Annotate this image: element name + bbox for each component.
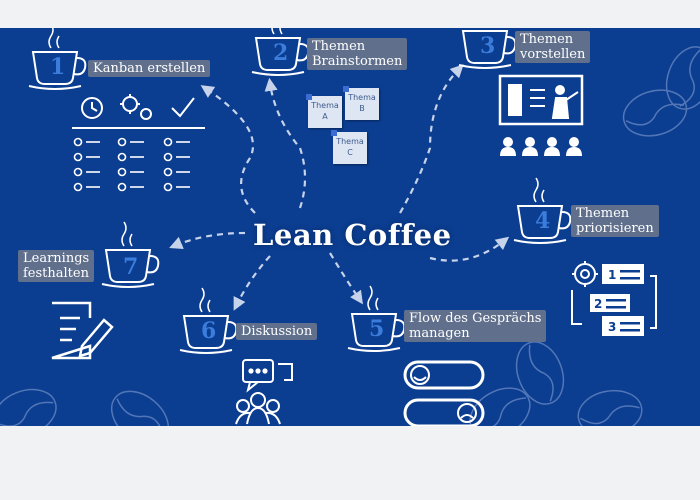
notepad-pen-icon: [51, 301, 114, 360]
priority-number-3: 3: [608, 320, 616, 334]
step-label-7-line1: Learnings: [23, 251, 90, 266]
step-label-7-line2: festhalten: [23, 266, 89, 281]
step-label-4: Themen priorisieren: [571, 205, 659, 237]
emoji-toggle-icon: [403, 360, 485, 426]
gears-icon: [120, 94, 152, 120]
step-label-5: Flow des Gesprächs managen: [404, 310, 547, 342]
clock-icon: [81, 97, 103, 119]
note-c-line1: Thema: [336, 137, 364, 146]
step-label-3-line1: Themen: [520, 32, 574, 47]
flow-arrows: [169, 64, 510, 311]
step-label-6: Diskussion: [236, 323, 318, 340]
people-icon: [500, 137, 582, 156]
note-b-line2: B: [359, 104, 365, 113]
step-label-4-line2: priorisieren: [576, 221, 654, 236]
checkmark-icon: [171, 97, 195, 118]
step-number-4: 4: [535, 208, 550, 234]
sticky-note-b: Thema B: [343, 86, 379, 120]
kanban-board: [72, 94, 205, 192]
step-label-2-line1: Themen: [312, 39, 366, 54]
step-label-5-line1: Flow des Gesprächs: [409, 311, 542, 326]
presentation-icon: [498, 74, 584, 126]
step-number-7: 7: [123, 254, 138, 280]
step-label-5-line2: managen: [409, 326, 470, 341]
step-number-6: 6: [201, 318, 216, 344]
diagram-title: Lean Coffee: [253, 218, 452, 252]
step-label-2-line2: Brainstormen: [312, 54, 403, 69]
note-a-line2: A: [322, 112, 328, 121]
step-number-2: 2: [273, 40, 288, 66]
step-label-1: Kanban erstellen: [88, 60, 211, 77]
step-number-5: 5: [369, 316, 384, 342]
step-label-7: Learnings festhalten: [18, 250, 95, 282]
chat-group-icon: [235, 359, 293, 425]
step-number-1: 1: [50, 54, 65, 80]
sticky-note-a: Thema A: [306, 94, 342, 128]
step-label-4-line1: Themen: [576, 206, 630, 221]
step-label-3: Themen vorstellen: [515, 31, 591, 63]
sticky-note-c: Thema C: [331, 130, 367, 164]
note-c-line2: C: [347, 148, 353, 157]
priority-number-1: 1: [608, 268, 616, 282]
step-label-3-line2: vorstellen: [520, 47, 586, 62]
lean-coffee-canvas: 1 2 3 4 5 6 7: [0, 28, 700, 426]
priority-number-2: 2: [594, 297, 602, 311]
step-label-2: Themen Brainstormen: [307, 38, 408, 70]
diagram-graphics: 1 2 3 4 5 6 7: [0, 28, 700, 426]
note-a-line1: Thema: [311, 101, 339, 110]
step-number-3: 3: [480, 33, 495, 59]
note-b-line1: Thema: [348, 93, 376, 102]
